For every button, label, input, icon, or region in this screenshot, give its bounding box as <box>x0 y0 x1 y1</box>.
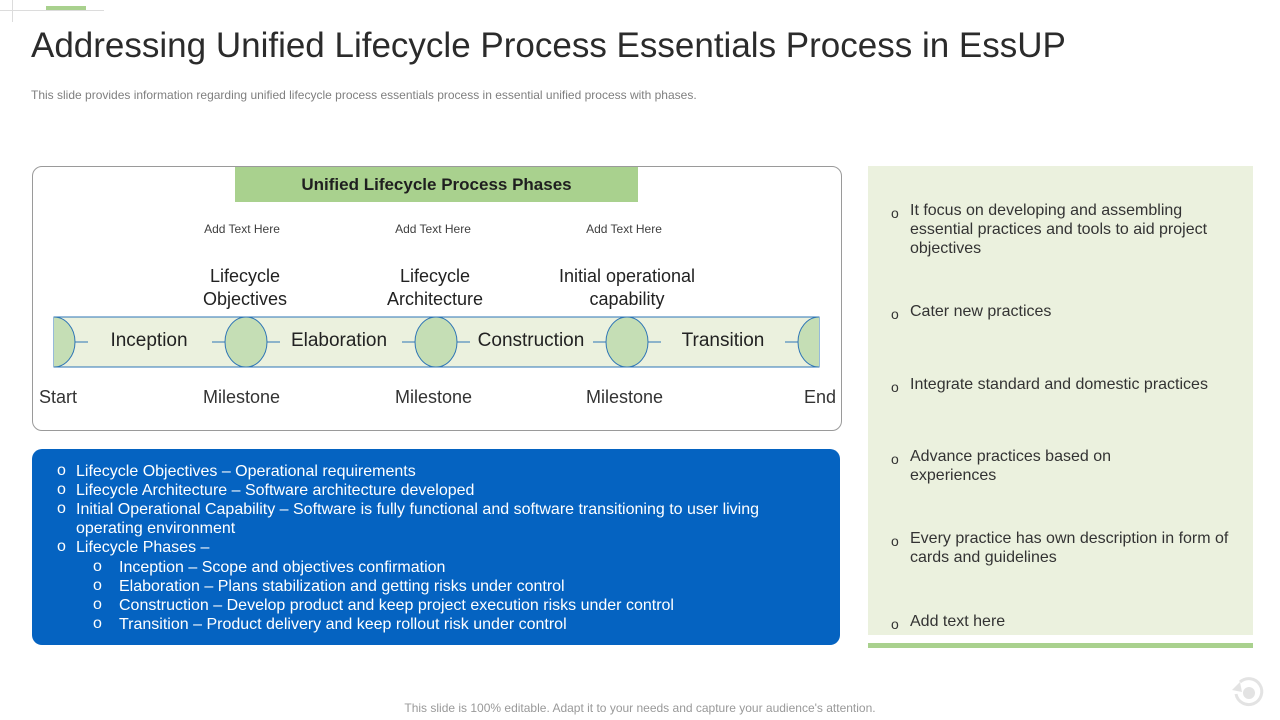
practice-bullet: o <box>891 533 899 549</box>
practice-item-5: Every practice has own description in fo… <box>910 530 1229 566</box>
list-item: Lifecycle Objectives – Operational requi… <box>76 463 416 480</box>
list-bullet: o <box>57 462 66 479</box>
sublist-bullet: o <box>93 577 102 594</box>
timeline-milestone-node-3 <box>605 316 649 368</box>
list-bullet: o <box>57 538 66 555</box>
timeline-start-node <box>54 317 76 367</box>
sublist-bullet: o <box>93 596 102 613</box>
milestone-name-1-line1: Lifecycle <box>209 266 281 286</box>
phases-panel-header: Unified Lifecycle Process Phases <box>235 167 638 202</box>
list-item: Lifecycle Architecture – Software archit… <box>76 482 475 499</box>
phases-panel <box>32 166 842 431</box>
sublist-item: Inception – Scope and objectives confirm… <box>119 559 446 576</box>
list-item: Lifecycle Phases – <box>76 539 210 556</box>
practice-bullet: o <box>891 379 899 395</box>
list-bullet: o <box>57 500 66 517</box>
corner-accent-bar <box>46 6 86 10</box>
milestone-name-1-line2: Objectives <box>202 289 288 309</box>
phase-details-box: o Lifecycle Objectives – Operational req… <box>32 449 840 645</box>
practice-bullet: o <box>891 306 899 322</box>
add-text-placeholder-3: Add Text Here <box>586 222 662 236</box>
list-item-continuation: operating environment <box>76 520 236 537</box>
sublist-item: Elaboration – Plans stabilization and ge… <box>119 578 565 595</box>
phase-label-inception: Inception <box>110 330 188 351</box>
add-text-placeholder-2: Add Text Here <box>395 222 471 236</box>
practice-item-1: It focus on developing and assembling es… <box>910 202 1208 257</box>
sublist-bullet: o <box>93 615 102 632</box>
practice-item-2: Cater new practices <box>910 303 1052 320</box>
timeline-milestone-label-1: Milestone <box>203 387 281 407</box>
practice-bullet: o <box>891 451 899 467</box>
footer-note: This slide is 100% editable. Adapt it to… <box>404 701 876 715</box>
phase-label-construction: Construction <box>477 330 585 351</box>
milestone-name-2: Lifecycle Architecture <box>345 265 525 311</box>
sublist-bullet: o <box>93 558 102 575</box>
timeline-milestone-node-2 <box>414 316 458 368</box>
milestone-name-3-line1: Initial operational <box>558 266 696 286</box>
list-bullet: o <box>57 481 66 498</box>
list-item: Initial Operational Capability – Softwar… <box>76 501 760 518</box>
milestone-name-2-line1: Lifecycle <box>399 266 471 286</box>
sublist-item: Construction – Develop product and keep … <box>119 597 674 614</box>
milestone-name-2-line2: Architecture <box>386 289 484 309</box>
milestone-name-3: Initial operational capability <box>537 265 717 311</box>
refresh-logo-icon <box>1232 677 1264 707</box>
page-subtitle: This slide provides information regardin… <box>31 88 697 102</box>
timeline-milestone-label-3: Milestone <box>586 387 664 407</box>
timeline-milestone-label-2: Milestone <box>395 387 473 407</box>
practice-item-4: Advance practices based on experiences <box>910 448 1112 484</box>
timeline-start-label: Start <box>39 387 78 407</box>
sublist-item: Transition – Product delivery and keep r… <box>119 616 567 633</box>
milestone-name-1: Lifecycle Objectives <box>155 265 335 311</box>
practices-panel <box>868 166 1253 635</box>
page-title: Addressing Unified Lifecycle Process Ess… <box>31 26 1066 65</box>
milestone-name-3-line2: capability <box>589 289 665 309</box>
timeline-end-node <box>797 317 819 367</box>
add-text-placeholder-1: Add Text Here <box>204 222 280 236</box>
phase-label-elaboration: Elaboration <box>290 330 388 351</box>
timeline-milestone-node-1 <box>224 316 268 368</box>
practice-item-3: Integrate standard and domestic practice… <box>910 376 1208 393</box>
corner-decoration-line <box>0 10 104 11</box>
corner-decoration-line-vertical <box>12 0 13 22</box>
phase-label-transition: Transition <box>681 330 765 351</box>
practices-panel-underline <box>868 643 1253 648</box>
practice-bullet: o <box>891 616 899 632</box>
timeline-end-label: End <box>804 387 837 407</box>
practice-bullet: o <box>891 205 899 221</box>
practice-item-6: Add text here <box>910 613 1006 630</box>
